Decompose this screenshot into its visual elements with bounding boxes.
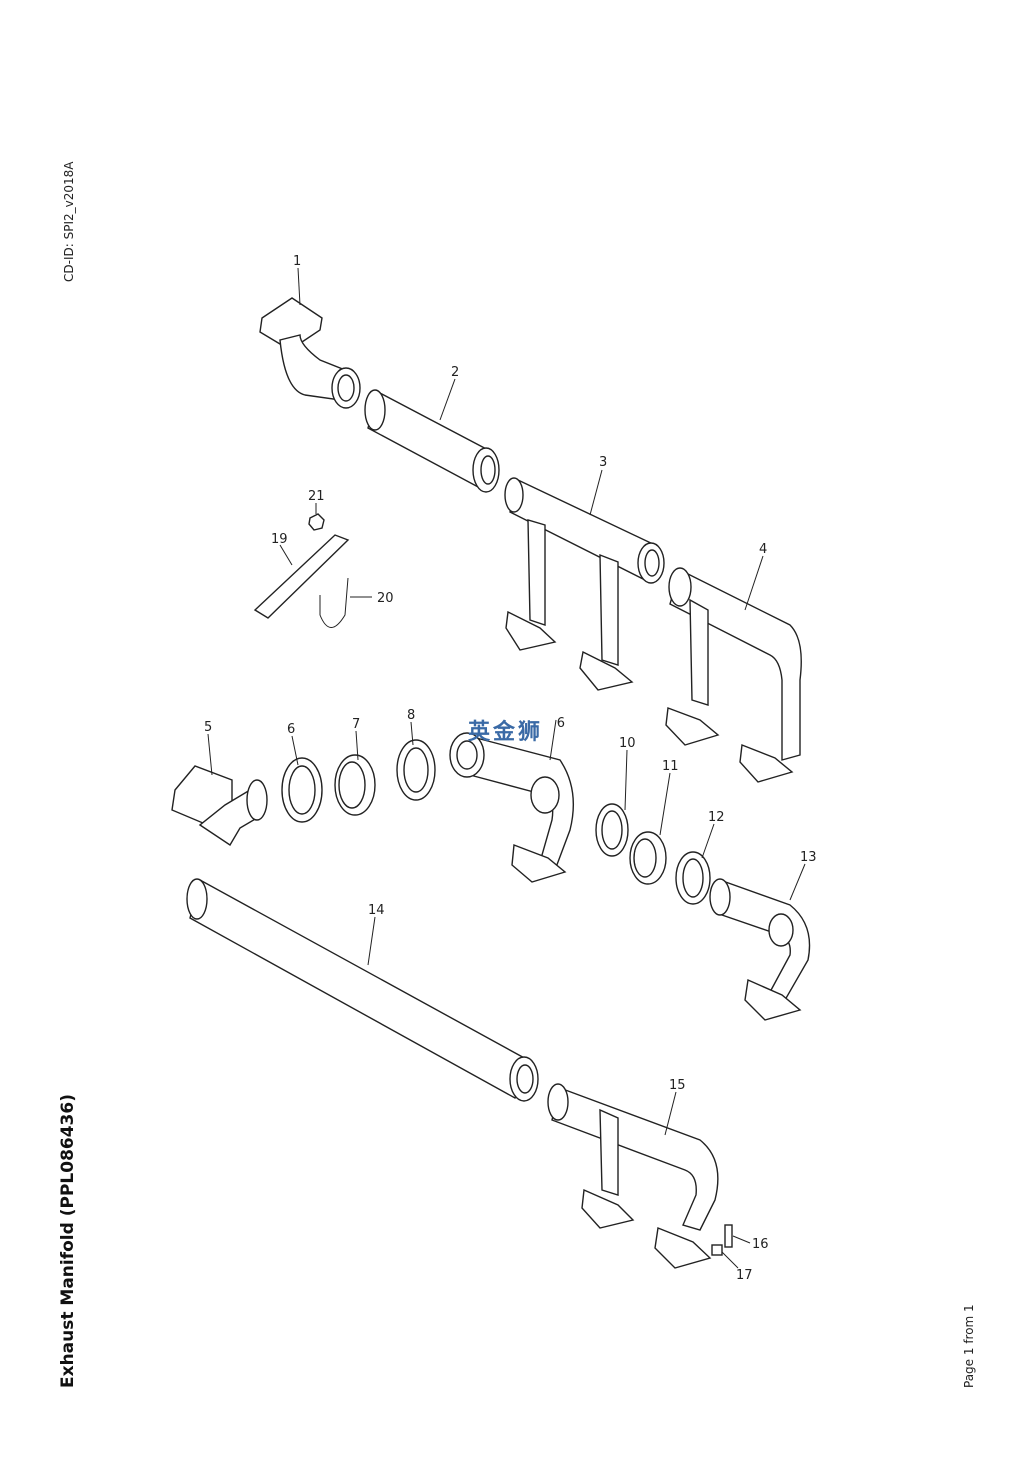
- callout-6: 6: [287, 722, 295, 737]
- part-2-pipe: [364, 389, 500, 493]
- callout-10: 10: [619, 736, 636, 751]
- part-1-manifold-inlet: [259, 297, 361, 409]
- part-8-clamp: [396, 739, 436, 801]
- callout-20: 20: [377, 591, 394, 606]
- callout-2: 2: [451, 365, 459, 380]
- callout-11: 11: [662, 759, 679, 774]
- callout-5: 5: [204, 720, 212, 735]
- part-20-u-bolt: [319, 577, 349, 628]
- part-21-nut: [308, 513, 325, 531]
- part-11-bellows: [629, 831, 667, 885]
- callout-9: 9: [557, 713, 565, 728]
- part-5-manifold-inlet: [171, 765, 268, 846]
- callout-1: 1: [293, 254, 301, 269]
- callout-19: 19: [271, 532, 288, 547]
- part-4-manifold-section: [665, 567, 802, 783]
- callout-12: 12: [708, 810, 725, 825]
- callout-14: 14: [368, 903, 385, 918]
- callout-21: 21: [308, 489, 325, 504]
- watermark: 英金狮: [468, 720, 544, 745]
- part-13-elbow: [709, 878, 811, 1021]
- part-7-bellows: [334, 754, 376, 816]
- part-6-clamp: [281, 757, 323, 823]
- callout-7: 7: [352, 717, 360, 732]
- callout-8: 8: [407, 708, 415, 723]
- callout-3: 3: [599, 455, 607, 470]
- part-15-manifold-section: [547, 1083, 719, 1269]
- part-10-clamp: [595, 803, 629, 857]
- callout-4: 4: [759, 542, 767, 557]
- part-14-long-pipe: [186, 878, 539, 1102]
- callout-16: 16: [752, 1237, 769, 1252]
- part-16-bolt: [724, 1224, 733, 1248]
- part-9-elbow: [449, 732, 575, 883]
- part-17-nut: [711, 1244, 723, 1256]
- callout-13: 13: [800, 850, 817, 865]
- callout-17: 17: [736, 1268, 753, 1283]
- part-19-bracket: [253, 534, 350, 619]
- part-3-manifold-section: [504, 477, 665, 691]
- leader-lines: [207, 267, 806, 1269]
- part-12-clamp: [675, 851, 711, 905]
- callout-15: 15: [669, 1078, 686, 1093]
